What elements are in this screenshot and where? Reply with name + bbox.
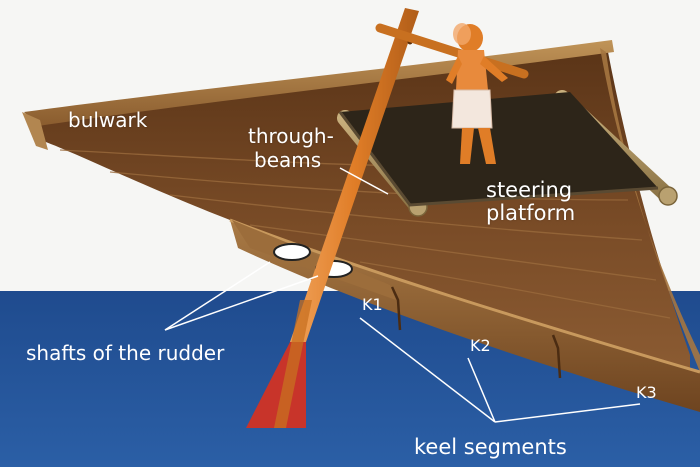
label-keel-segments: keel segments: [414, 435, 567, 459]
pointer-keel-k1: [359, 317, 496, 423]
rudder-pole: [290, 8, 419, 342]
rudder-post-block: [232, 220, 396, 300]
plank-line: [249, 224, 657, 281]
pointer-keel-k3: [494, 403, 641, 423]
label-steering-line1: steering: [486, 178, 573, 202]
steering-platform: [340, 92, 658, 205]
label-through-beams-line1: through-: [248, 124, 334, 148]
label-k2: K2: [470, 336, 491, 355]
plank-line: [359, 261, 671, 319]
beam-end-right: [658, 186, 678, 206]
label-k3: K3: [636, 383, 657, 402]
rudder-shaft-hole-1: [273, 243, 311, 261]
pointer-through-beams: [339, 167, 389, 195]
label-through-beams-line2: beams: [254, 148, 322, 172]
stern-cap: [22, 112, 48, 150]
plank-line: [169, 194, 643, 241]
keel-top-edge: [229, 218, 700, 374]
plank-line: [109, 171, 629, 201]
label-bulwark: bulwark: [68, 108, 148, 132]
pointer-shaft-2: [164, 275, 319, 331]
tiller-bar: [375, 23, 529, 79]
label-steering-line2: platform: [486, 201, 576, 225]
hull-outer-side: [600, 48, 700, 372]
label-shafts-of-rudder: shafts of the rudder: [26, 341, 225, 365]
keel-joint-k2: [551, 334, 562, 379]
pointer-keel-k2: [467, 357, 496, 423]
pointer-shaft-1: [164, 261, 271, 331]
rudder-pole-underwater: [274, 300, 312, 428]
label-k1: K1: [362, 295, 383, 314]
steersman-figure: [446, 23, 508, 164]
keel-joint-k1: [390, 286, 402, 331]
